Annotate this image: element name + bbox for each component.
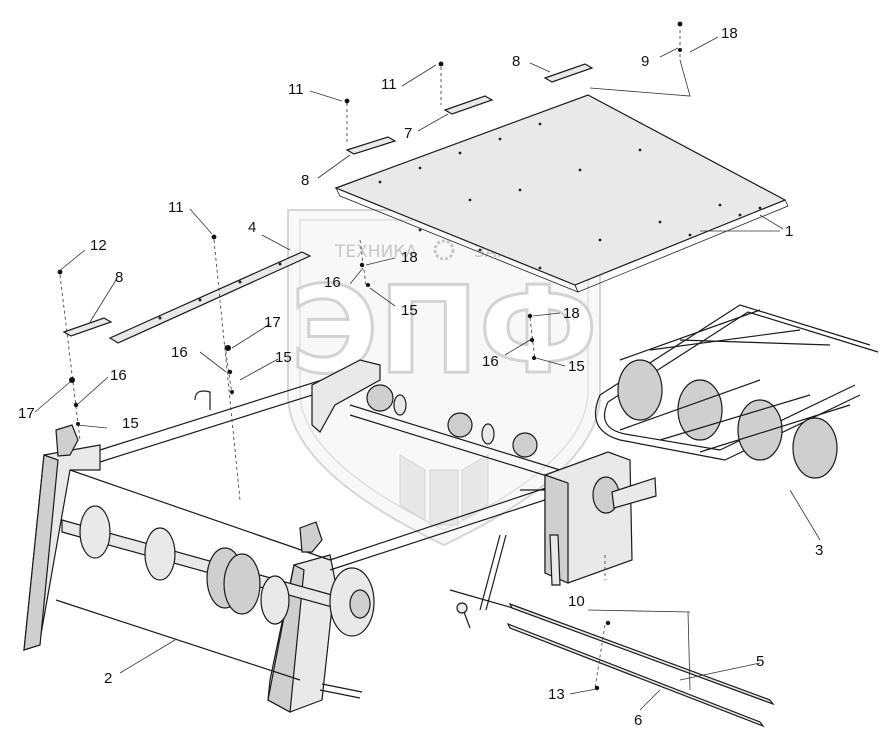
long-bar (108, 251, 312, 344)
callout-16-right: 16 (482, 353, 499, 370)
callout-11-left: 11 (288, 81, 304, 98)
callout-15-mid: 15 (275, 349, 292, 366)
callout-8-middle: 8 (301, 172, 309, 189)
cover-plate (334, 94, 789, 293)
callout-9: 9 (641, 53, 649, 70)
callout-labels: 1 2 3 4 5 6 7 8 8 8 9 10 11 11 11 12 13 … (18, 25, 823, 729)
callout-10: 10 (568, 593, 585, 610)
callout-2: 2 (104, 670, 112, 687)
callout-1: 1 (785, 223, 793, 240)
callout-11-right: 11 (381, 76, 397, 93)
clamp-strip-7 (443, 95, 494, 115)
callout-17-mid: 17 (264, 314, 281, 331)
callout-17-left: 17 (18, 405, 35, 422)
roller-shaft (61, 505, 375, 637)
callout-11-lower: 11 (168, 199, 184, 216)
callout-15-center: 15 (401, 302, 418, 319)
callout-15-right: 15 (568, 358, 585, 375)
watermark-left-word: ТЕХНИКА (334, 242, 417, 262)
callout-18-right: 18 (563, 305, 580, 322)
watermark-logo: ТЕХНИКА ЗАПЧАСТИ ЭПФ (287, 209, 601, 547)
callout-18-top: 18 (721, 25, 738, 42)
callout-8-left: 8 (115, 269, 123, 286)
leader-lines (34, 36, 821, 711)
callout-16-mid: 16 (171, 344, 188, 361)
bar-6 (506, 622, 765, 728)
gear-icon (433, 239, 455, 261)
fastener-lines (59, 30, 681, 689)
callout-8-top: 8 (512, 53, 520, 70)
clamp-strip-left (62, 317, 113, 337)
callout-7: 7 (404, 125, 412, 142)
callout-12: 12 (90, 237, 107, 254)
drive-shaft (311, 359, 561, 481)
gearbox-housing (520, 451, 657, 586)
callout-16-center: 16 (324, 274, 341, 291)
clamp-strip-mid (345, 136, 397, 155)
chain-link (456, 602, 471, 629)
lever-rod (319, 534, 521, 699)
callout-4: 4 (248, 219, 256, 236)
callout-18-center: 18 (401, 249, 418, 266)
callout-16-left: 16 (110, 367, 127, 384)
callout-3: 3 (815, 542, 823, 559)
callout-6: 6 (634, 712, 642, 729)
callout-15-left: 15 (122, 415, 139, 432)
bar-5 (508, 602, 775, 706)
clamp-strip-top-right (543, 63, 594, 83)
slat-conveyor (594, 304, 879, 479)
callout-13: 13 (548, 686, 565, 703)
callout-5: 5 (756, 653, 764, 670)
